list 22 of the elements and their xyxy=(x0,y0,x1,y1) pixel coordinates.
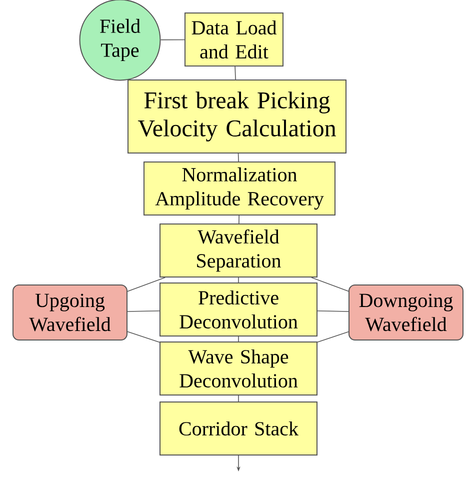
connector-line xyxy=(238,153,239,162)
connector-line xyxy=(238,277,239,283)
connector-line xyxy=(238,215,240,224)
output-box: Upgoing Wavefield xyxy=(12,284,128,340)
connector-line xyxy=(160,39,185,40)
output-box: Downgoing Wavefield xyxy=(348,284,464,340)
connector-line xyxy=(238,395,239,402)
process-box: Predictive Deconvolution xyxy=(160,282,318,336)
connector-line xyxy=(127,277,166,292)
process-box: Corridor Stack xyxy=(160,402,318,456)
connector-line xyxy=(317,310,349,312)
connector-line xyxy=(127,331,160,343)
process-box: Data Load and Edit xyxy=(184,12,284,66)
connector-line xyxy=(127,310,160,312)
process-box: Wave Shape Deconvolution xyxy=(160,342,318,396)
connector-line xyxy=(311,277,349,292)
connector-line xyxy=(238,336,239,342)
process-box: Normalization Amplitude Recovery xyxy=(144,162,336,216)
process-box: First break Picking Velocity Calculation xyxy=(128,80,346,154)
process-box: Wavefield Separation xyxy=(160,224,318,278)
connector-line xyxy=(317,331,349,342)
connector-line xyxy=(234,66,236,80)
